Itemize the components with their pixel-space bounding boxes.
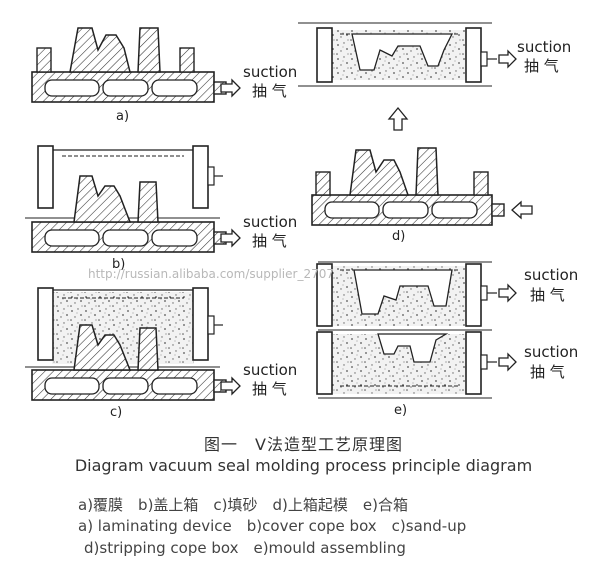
panel-label-d: d) — [392, 229, 405, 244]
suction-label-e-lower: suction — [524, 343, 578, 361]
left-arrow-d — [511, 200, 533, 220]
panel-label-c: c) — [110, 405, 122, 420]
panel-label-a: a) — [116, 109, 129, 124]
suction-arrow-a — [220, 78, 241, 98]
panel-b — [25, 145, 227, 253]
suction-arrow-e-lower — [498, 352, 517, 372]
title-english: Diagram vacuum seal molding process prin… — [74, 456, 533, 475]
suction-arrow-top-right — [498, 49, 517, 69]
suction-label-e-upper: suction — [524, 266, 578, 284]
legend-english-line2: d)stripping cope box e)mould assembling — [84, 539, 406, 557]
suction-cn-label-e-lower: 抽 气 — [530, 363, 565, 381]
panel-a — [31, 27, 227, 103]
title-chinese: 图一 V法造型工艺原理图 — [204, 435, 403, 454]
suction-arrow-b — [220, 228, 241, 248]
panel-label-b: b) — [112, 257, 125, 272]
legend-chinese: a)覆膜 b)盖上箱 c)填砂 d)上箱起模 e)合箱 — [78, 496, 408, 514]
panel-label-e: e) — [394, 403, 407, 418]
suction-arrow-e-upper — [498, 283, 517, 303]
suction-label-a: suction — [243, 63, 297, 81]
suction-label-c: suction — [243, 361, 297, 379]
suction-label-top-right: suction — [517, 38, 571, 56]
suction-cn-label-top-right: 抽 气 — [524, 57, 559, 75]
watermark-url: http://russian.alibaba.com/supplier_2707 — [88, 267, 334, 281]
suction-cn-label-c: 抽 气 — [252, 380, 287, 398]
panel-c — [25, 287, 227, 401]
panel-d — [311, 147, 505, 226]
panel-e — [316, 261, 497, 399]
suction-arrow-c — [220, 376, 241, 396]
suction-cn-label-e-upper: 抽 气 — [530, 286, 565, 304]
suction-cn-label-a: 抽 气 — [252, 82, 287, 100]
panel-stripped-cope — [298, 22, 497, 87]
legend-english-line1: a) laminating device b)cover cope box c)… — [78, 517, 467, 535]
up-arrow — [387, 106, 409, 131]
suction-cn-label-b: 抽 气 — [252, 232, 287, 250]
suction-label-b: suction — [243, 213, 297, 231]
